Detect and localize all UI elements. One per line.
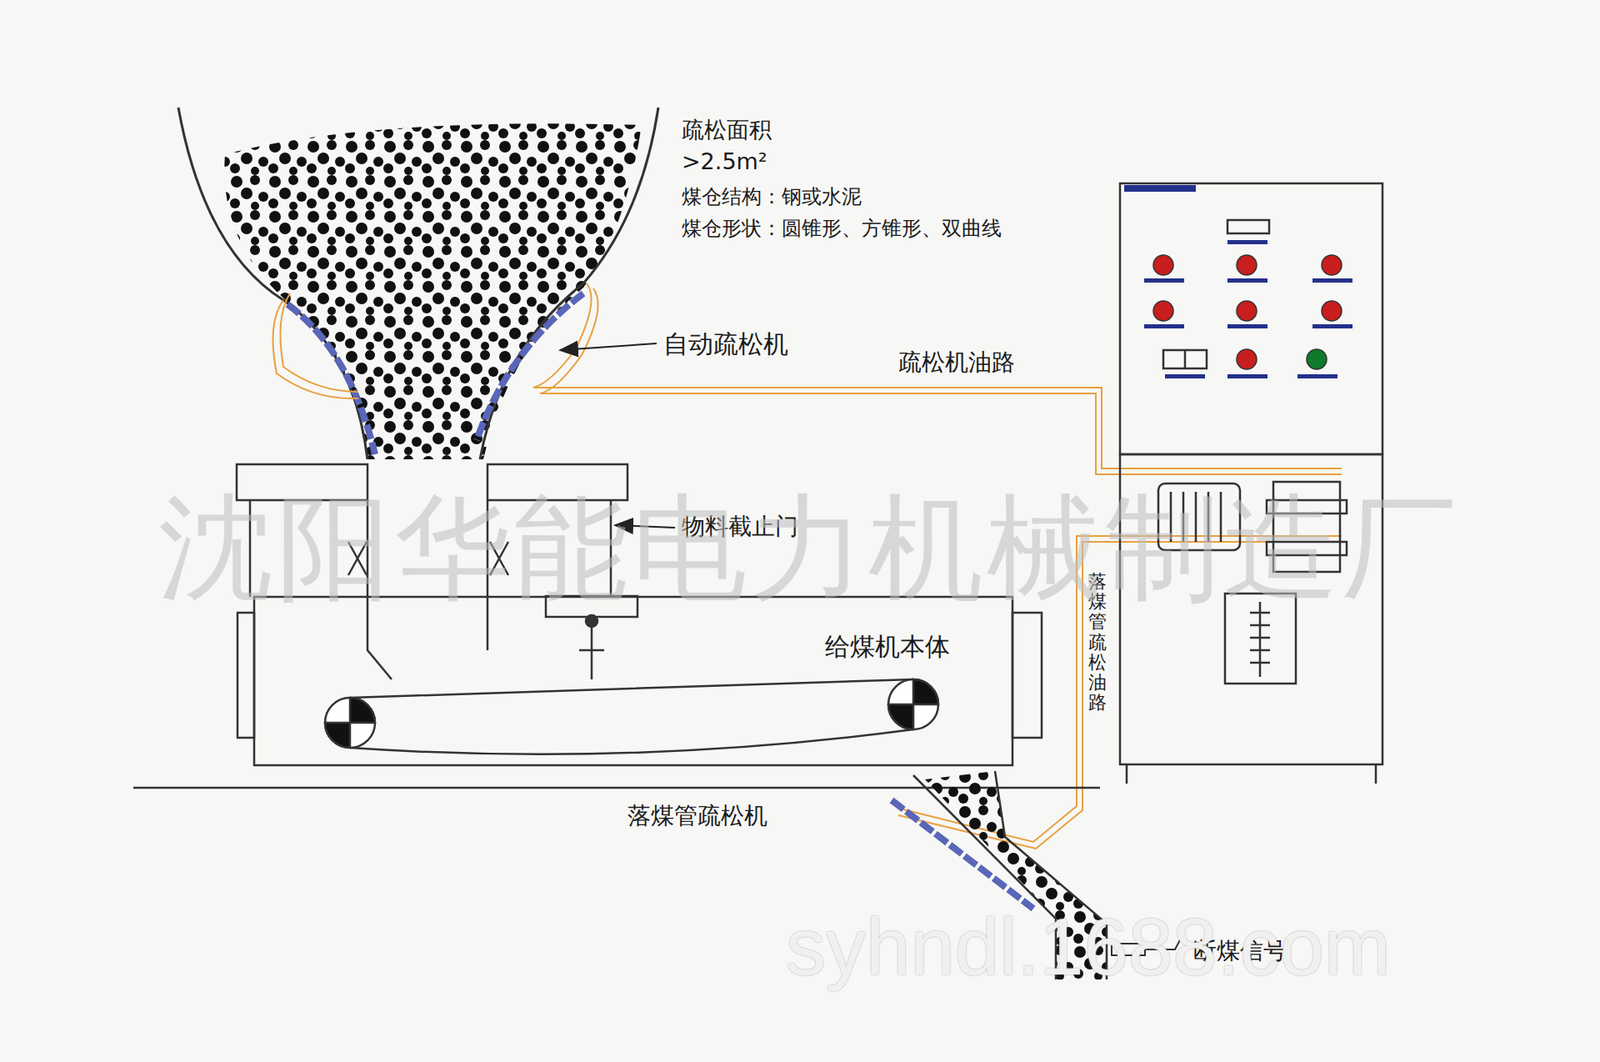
feeder-body bbox=[237, 595, 1042, 765]
leader-arrow bbox=[560, 343, 657, 350]
indicator-lamps bbox=[1153, 255, 1342, 370]
plate-bars bbox=[1144, 240, 1353, 379]
note-text: 疏松面积 bbox=[681, 116, 772, 144]
oil-line bbox=[273, 300, 360, 399]
watermark: 沈阳华能电力机械制造厂 bbox=[158, 479, 1460, 618]
feeder-body-label-box: 给煤机本体 bbox=[825, 631, 954, 662]
chute-loosener bbox=[891, 800, 1034, 909]
oil-line bbox=[280, 293, 359, 392]
watermark: syhndl.1688.com bbox=[785, 898, 1391, 995]
coal-fill bbox=[224, 123, 642, 460]
part-label: 落煤管疏松机 bbox=[627, 801, 768, 830]
oil-line bbox=[540, 288, 1342, 475]
note-text: 煤仓结构：钢或水泥 bbox=[681, 185, 862, 210]
callout-label: 自动疏松机 bbox=[663, 329, 789, 360]
note-text: 煤仓形状：圆锥形、方锥形、双曲线 bbox=[681, 216, 1002, 241]
part-label: 疏松机油路 bbox=[898, 348, 1015, 377]
loosener-plate bbox=[476, 293, 584, 440]
note-text: >2.5m² bbox=[681, 148, 768, 175]
oil-line bbox=[533, 283, 1342, 469]
part-label: 给煤机本体 bbox=[825, 631, 954, 662]
bunker-wall bbox=[480, 107, 659, 460]
bunker-wall bbox=[178, 107, 368, 460]
cabinet-bar bbox=[1124, 185, 1196, 192]
loosener-plate bbox=[287, 304, 375, 455]
